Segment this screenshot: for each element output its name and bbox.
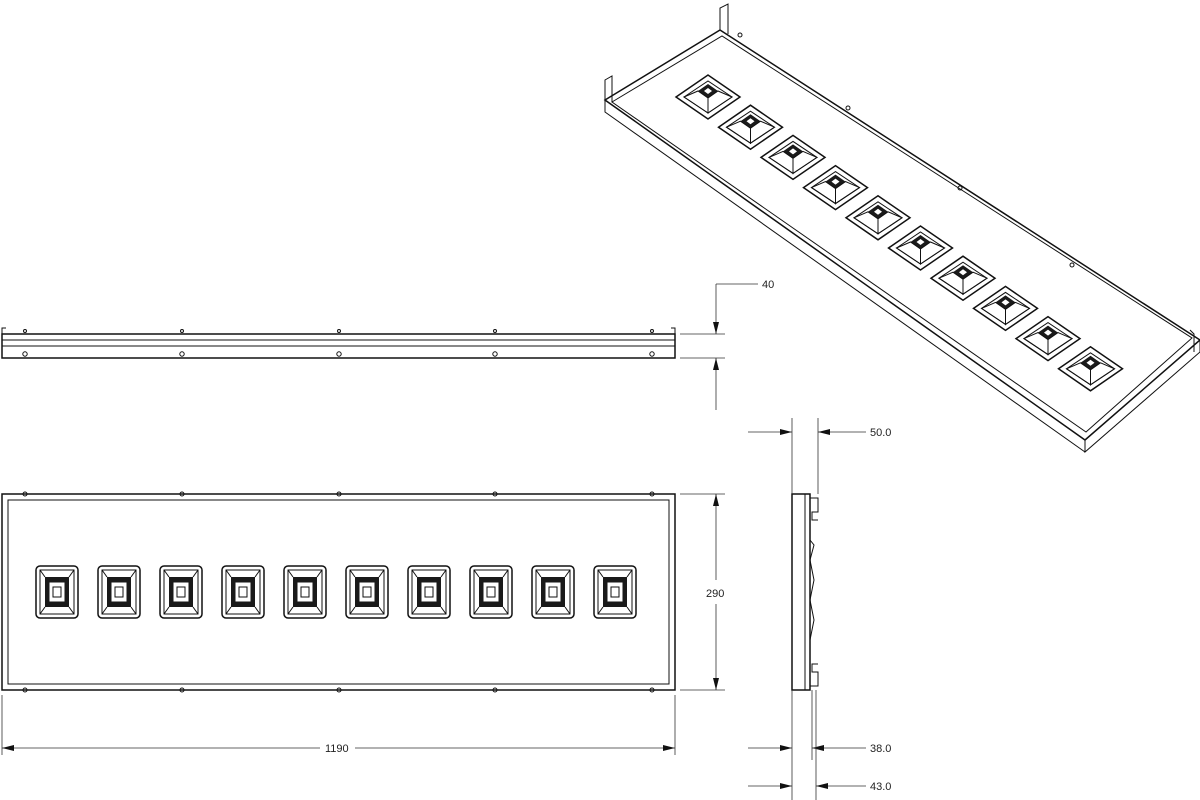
side-hole (492, 351, 498, 357)
edge-hole (179, 491, 185, 497)
plan-view-edge-holes (22, 491, 655, 693)
side-hole (22, 351, 28, 357)
iso-end-flange-top (719, 3, 729, 34)
side-view-end-tab (671, 327, 676, 334)
iso-led-modules (674, 74, 1124, 392)
top-hole (650, 329, 654, 333)
iso-corner-tab (1189, 329, 1195, 352)
plan-view-outline (1, 493, 676, 691)
plan-led-module (407, 565, 451, 619)
top-hole (493, 329, 497, 333)
plan-led-module (97, 565, 141, 619)
plan-led-module (469, 565, 513, 619)
iso-led-module (887, 225, 954, 271)
plan-led-module (345, 565, 389, 619)
plan-led-module (593, 565, 637, 619)
edge-hole (179, 687, 185, 693)
plan-led-module (159, 565, 203, 619)
dimension-depth: 40 (680, 279, 774, 410)
iso-led-module (1014, 315, 1082, 362)
iso-end-flange-left (604, 75, 613, 102)
plan-view-led-modules (35, 565, 637, 619)
dimension-length-label: 1190 (325, 743, 349, 755)
side-hole (179, 351, 185, 357)
iso-tray-outline (603, 29, 1200, 441)
side-hole (649, 351, 655, 357)
edge-hole (22, 687, 28, 693)
iso-led-module (717, 104, 784, 151)
dimension-side-outer: 43.0 (748, 690, 891, 800)
edge-hole (22, 491, 28, 497)
dimension-width-label: 290 (706, 588, 724, 600)
iso-led-module (802, 164, 869, 211)
iso-led-module (972, 285, 1039, 332)
top-plan-view (1, 491, 676, 693)
dimension-side-inner-label: 38.0 (870, 743, 891, 755)
isometric-view (603, 3, 1200, 454)
edge-hole (649, 687, 655, 693)
iso-led-module (674, 74, 742, 120)
plan-led-module (283, 565, 327, 619)
edge-hole (492, 687, 498, 693)
top-hole (180, 329, 184, 333)
dimension-width: 290 (680, 493, 725, 691)
dimension-side-flange: 50.0 (748, 418, 891, 494)
dimension-depth-label: 40 (762, 279, 774, 291)
iso-led-module (1057, 345, 1124, 392)
side-view-holes (22, 329, 655, 357)
dimension-length: 1190 (1, 695, 676, 755)
dimension-side-outer-label: 43.0 (870, 781, 891, 793)
edge-hole (336, 687, 342, 693)
iso-screw-hole (1069, 262, 1075, 268)
side-hole (336, 351, 342, 357)
plan-led-module (531, 565, 575, 619)
plan-led-module (221, 565, 265, 619)
side-view-end-tab (1, 327, 6, 334)
iso-led-module (759, 134, 827, 181)
front-side-view (1, 327, 676, 359)
edge-hole (336, 491, 342, 497)
iso-led-module (844, 194, 912, 241)
top-hole (23, 329, 27, 333)
edge-hole (492, 491, 498, 497)
edge-hole (649, 491, 655, 497)
iso-screw-hole (737, 32, 743, 38)
plan-view-inner-frame (7, 499, 670, 685)
iso-screw-hole (957, 185, 963, 191)
iso-side-wall (1084, 340, 1200, 454)
iso-led-module (929, 255, 997, 302)
iso-tray-inner-lip (611, 35, 1193, 433)
top-hole (337, 329, 341, 333)
end-view (791, 493, 819, 691)
dimension-side-flange-label: 50.0 (870, 427, 891, 439)
dimension-side-inner: 38.0 (748, 690, 891, 800)
iso-bottom-edge (604, 100, 1086, 453)
plan-led-module (35, 565, 79, 619)
iso-screw-hole (845, 105, 851, 111)
end-view-body (791, 493, 811, 691)
